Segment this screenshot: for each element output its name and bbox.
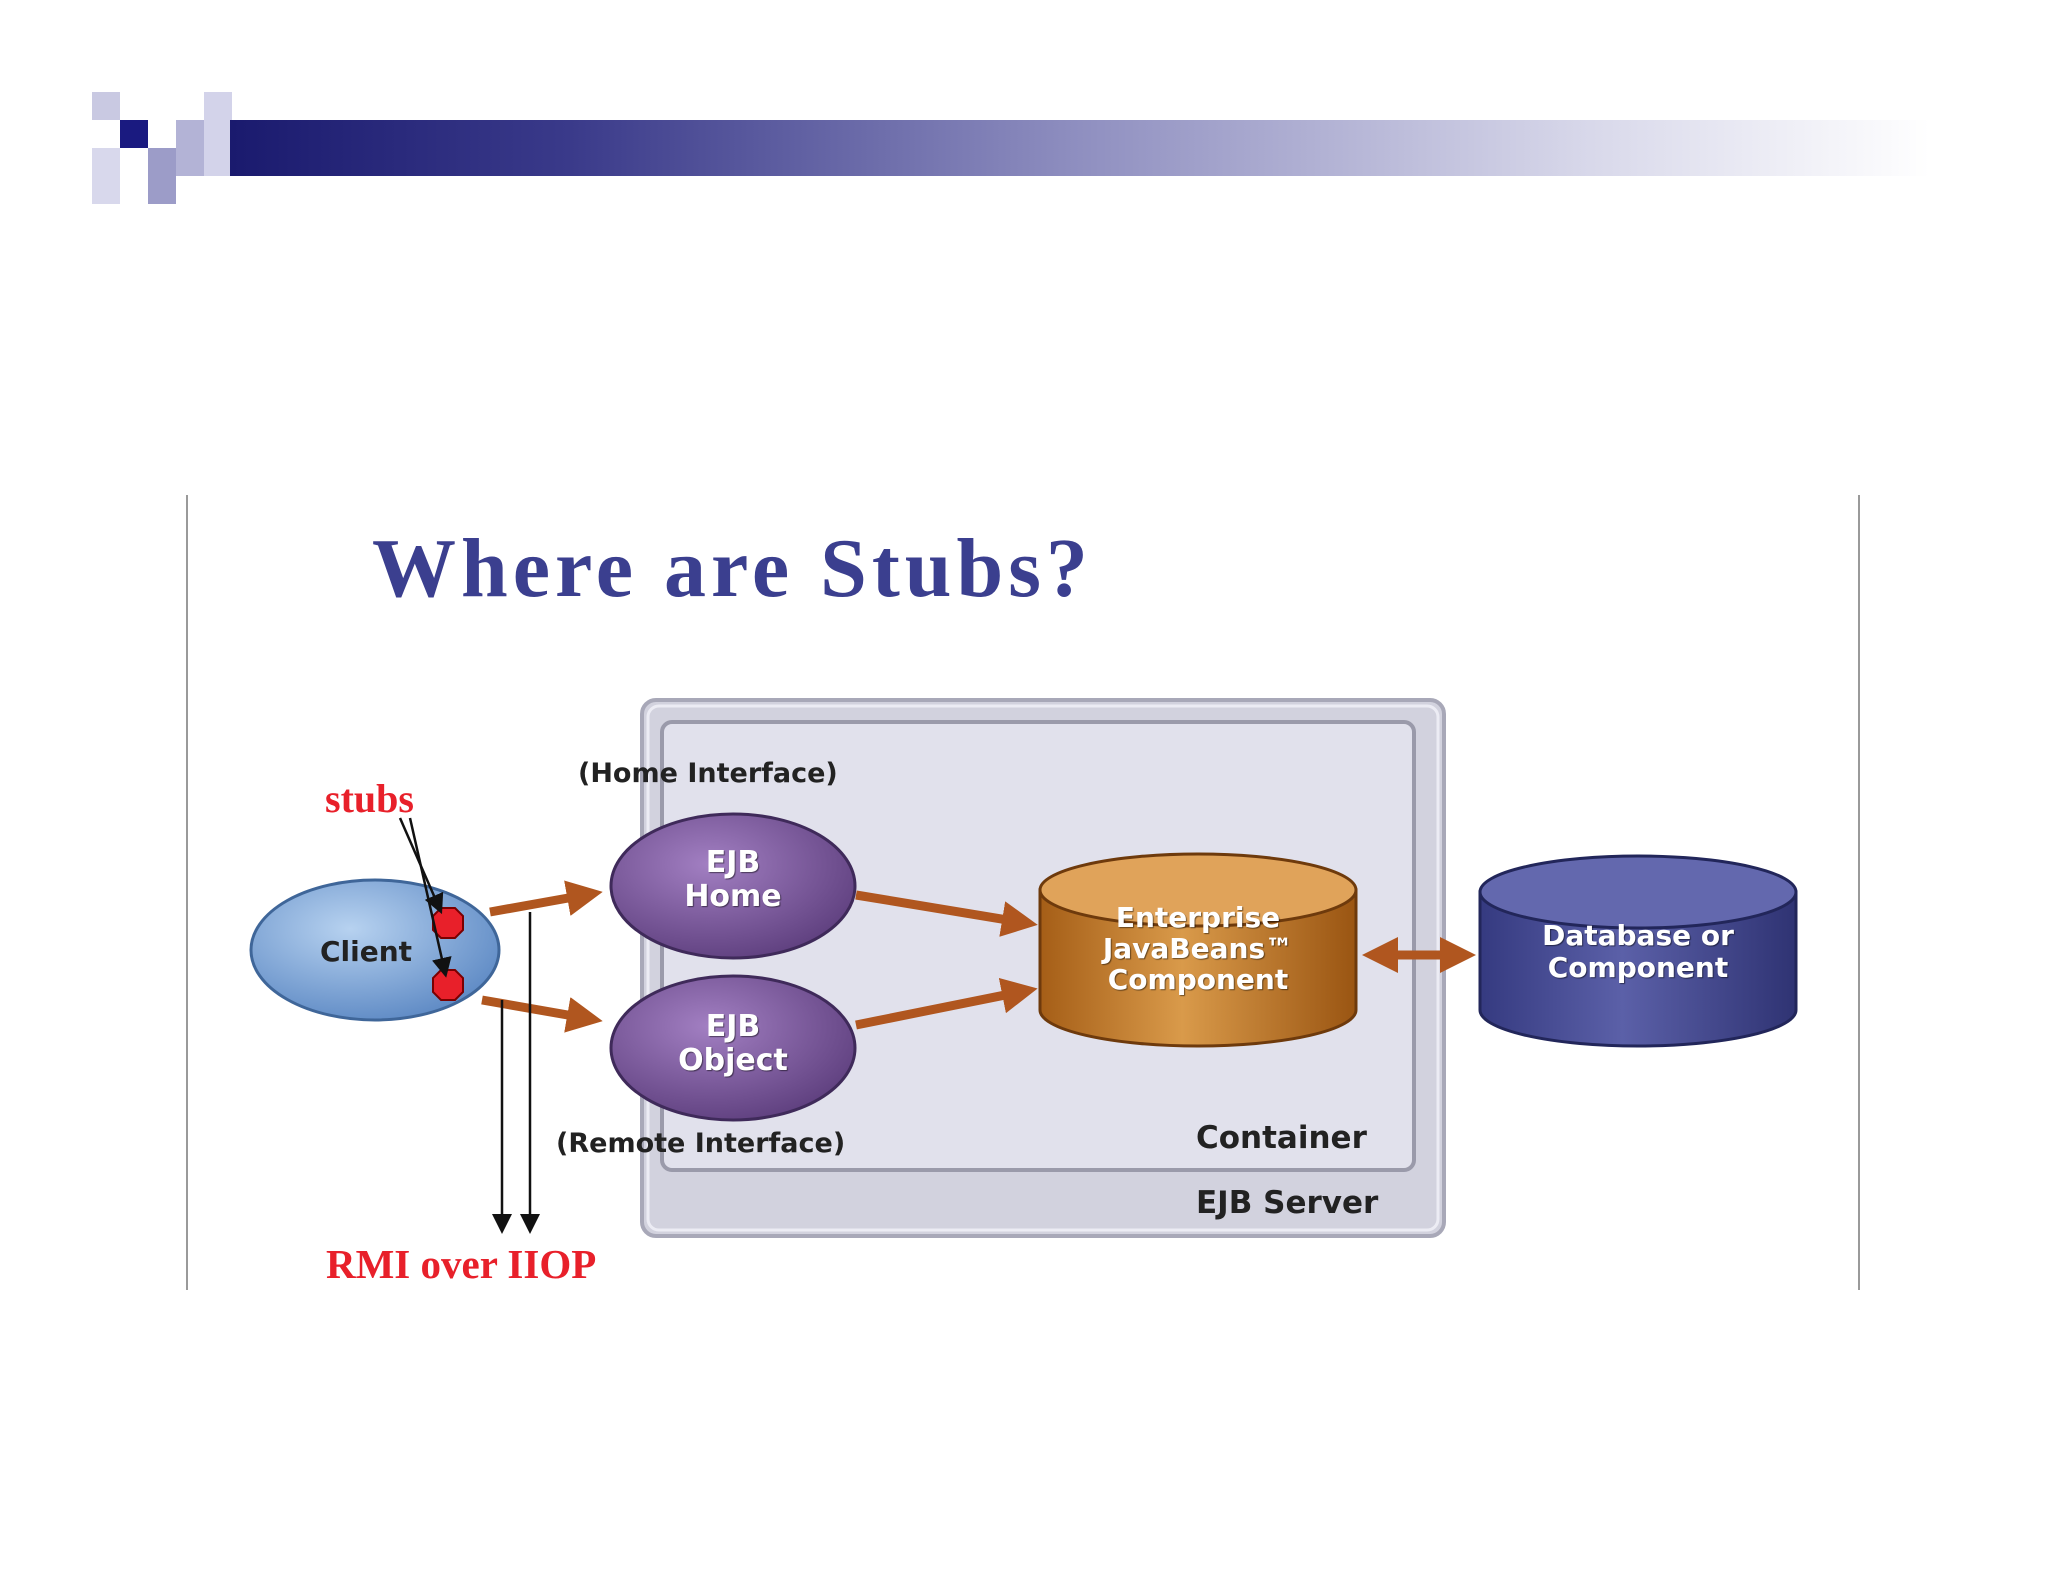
- ejb-object-label-line: Object: [678, 1043, 788, 1078]
- component-label-line: Enterprise: [1115, 901, 1281, 934]
- header-square: [120, 120, 148, 148]
- arrow-client-home: [489, 880, 603, 917]
- ejb-object-shape: [609, 974, 857, 1122]
- home-interface-label: (Home Interface): [578, 758, 838, 789]
- ejb-home-shape: [609, 812, 857, 960]
- remote-interface-label: (Remote Interface): [556, 1128, 846, 1159]
- stubs-annotation: stubs: [325, 776, 414, 821]
- component-cylinder: [1038, 852, 1358, 1048]
- ejb-home-label-line: Home: [684, 879, 782, 914]
- database-cylinder: [1478, 854, 1798, 1048]
- stub-marker-object: [432, 969, 464, 1001]
- component-label-line: Component: [1107, 963, 1289, 996]
- database-label: Database or Component: [1490, 920, 1786, 984]
- slide-title: Where are Stubs?: [372, 522, 1093, 615]
- header-square: [92, 148, 120, 204]
- database-label-line: Database or: [1542, 919, 1734, 952]
- header-square: [92, 92, 120, 120]
- header-square: [176, 120, 204, 176]
- ejb-object-label: EJB Object: [653, 1010, 813, 1078]
- component-label: Enterprise JavaBeans™ Component: [1058, 902, 1338, 995]
- ejb-home-label: EJB Home: [653, 846, 813, 914]
- arrow-client-object: [481, 995, 603, 1033]
- arrow-object-component: [855, 977, 1038, 1030]
- ejb-server-label: EJB Server: [1196, 1185, 1379, 1221]
- ejb-home-label-line: EJB: [705, 845, 761, 880]
- header-gradient-bar: [230, 120, 1930, 176]
- database-label-line: Component: [1547, 951, 1729, 984]
- header-square: [204, 92, 232, 176]
- container-label: Container: [1196, 1120, 1367, 1156]
- component-label-line: JavaBeans™: [1102, 932, 1294, 965]
- frame-left-border: [186, 495, 188, 1290]
- stub-marker-home: [432, 907, 464, 939]
- rmi-over-iiop-annotation: RMI over IIOP: [326, 1241, 597, 1287]
- stubs-pointer-line: [408, 817, 452, 978]
- arrow-home-component: [855, 890, 1038, 937]
- ejb-object-label-line: EJB: [705, 1009, 761, 1044]
- frame-right-border: [1858, 495, 1860, 1290]
- header-square: [148, 148, 176, 204]
- client-label: Client: [320, 935, 413, 968]
